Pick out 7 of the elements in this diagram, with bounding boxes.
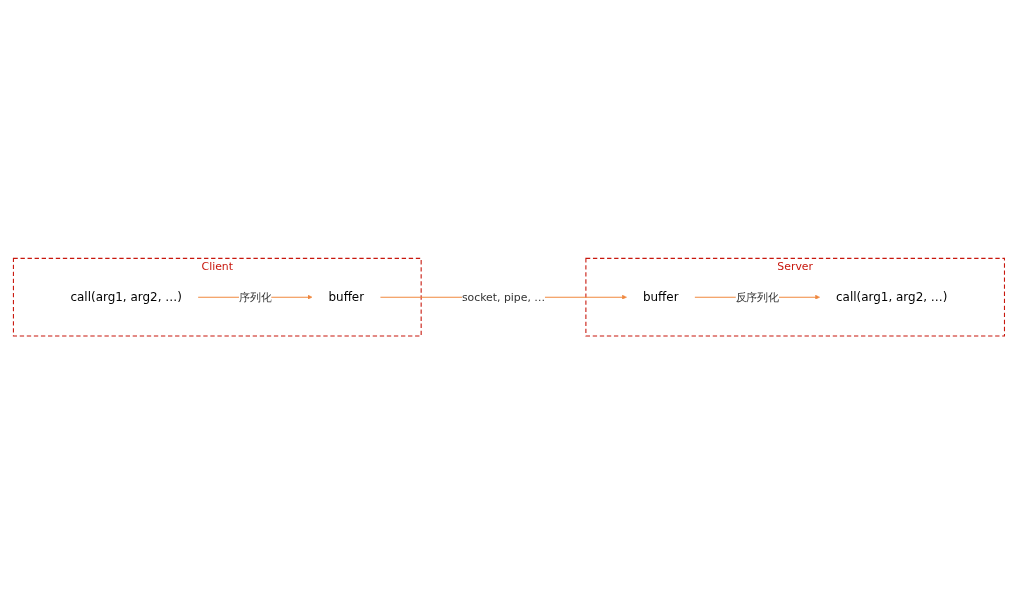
edge-label: 反序列化 xyxy=(735,290,779,304)
node-text: buffer xyxy=(328,290,364,304)
node-text: call(arg1, arg2, …) xyxy=(835,290,947,304)
edge-label: socket, pipe, … xyxy=(461,290,545,304)
node-text: call(arg1, arg2, …) xyxy=(70,290,182,304)
node-text: buffer xyxy=(642,290,679,304)
edge-label: 序列化 xyxy=(238,290,272,304)
